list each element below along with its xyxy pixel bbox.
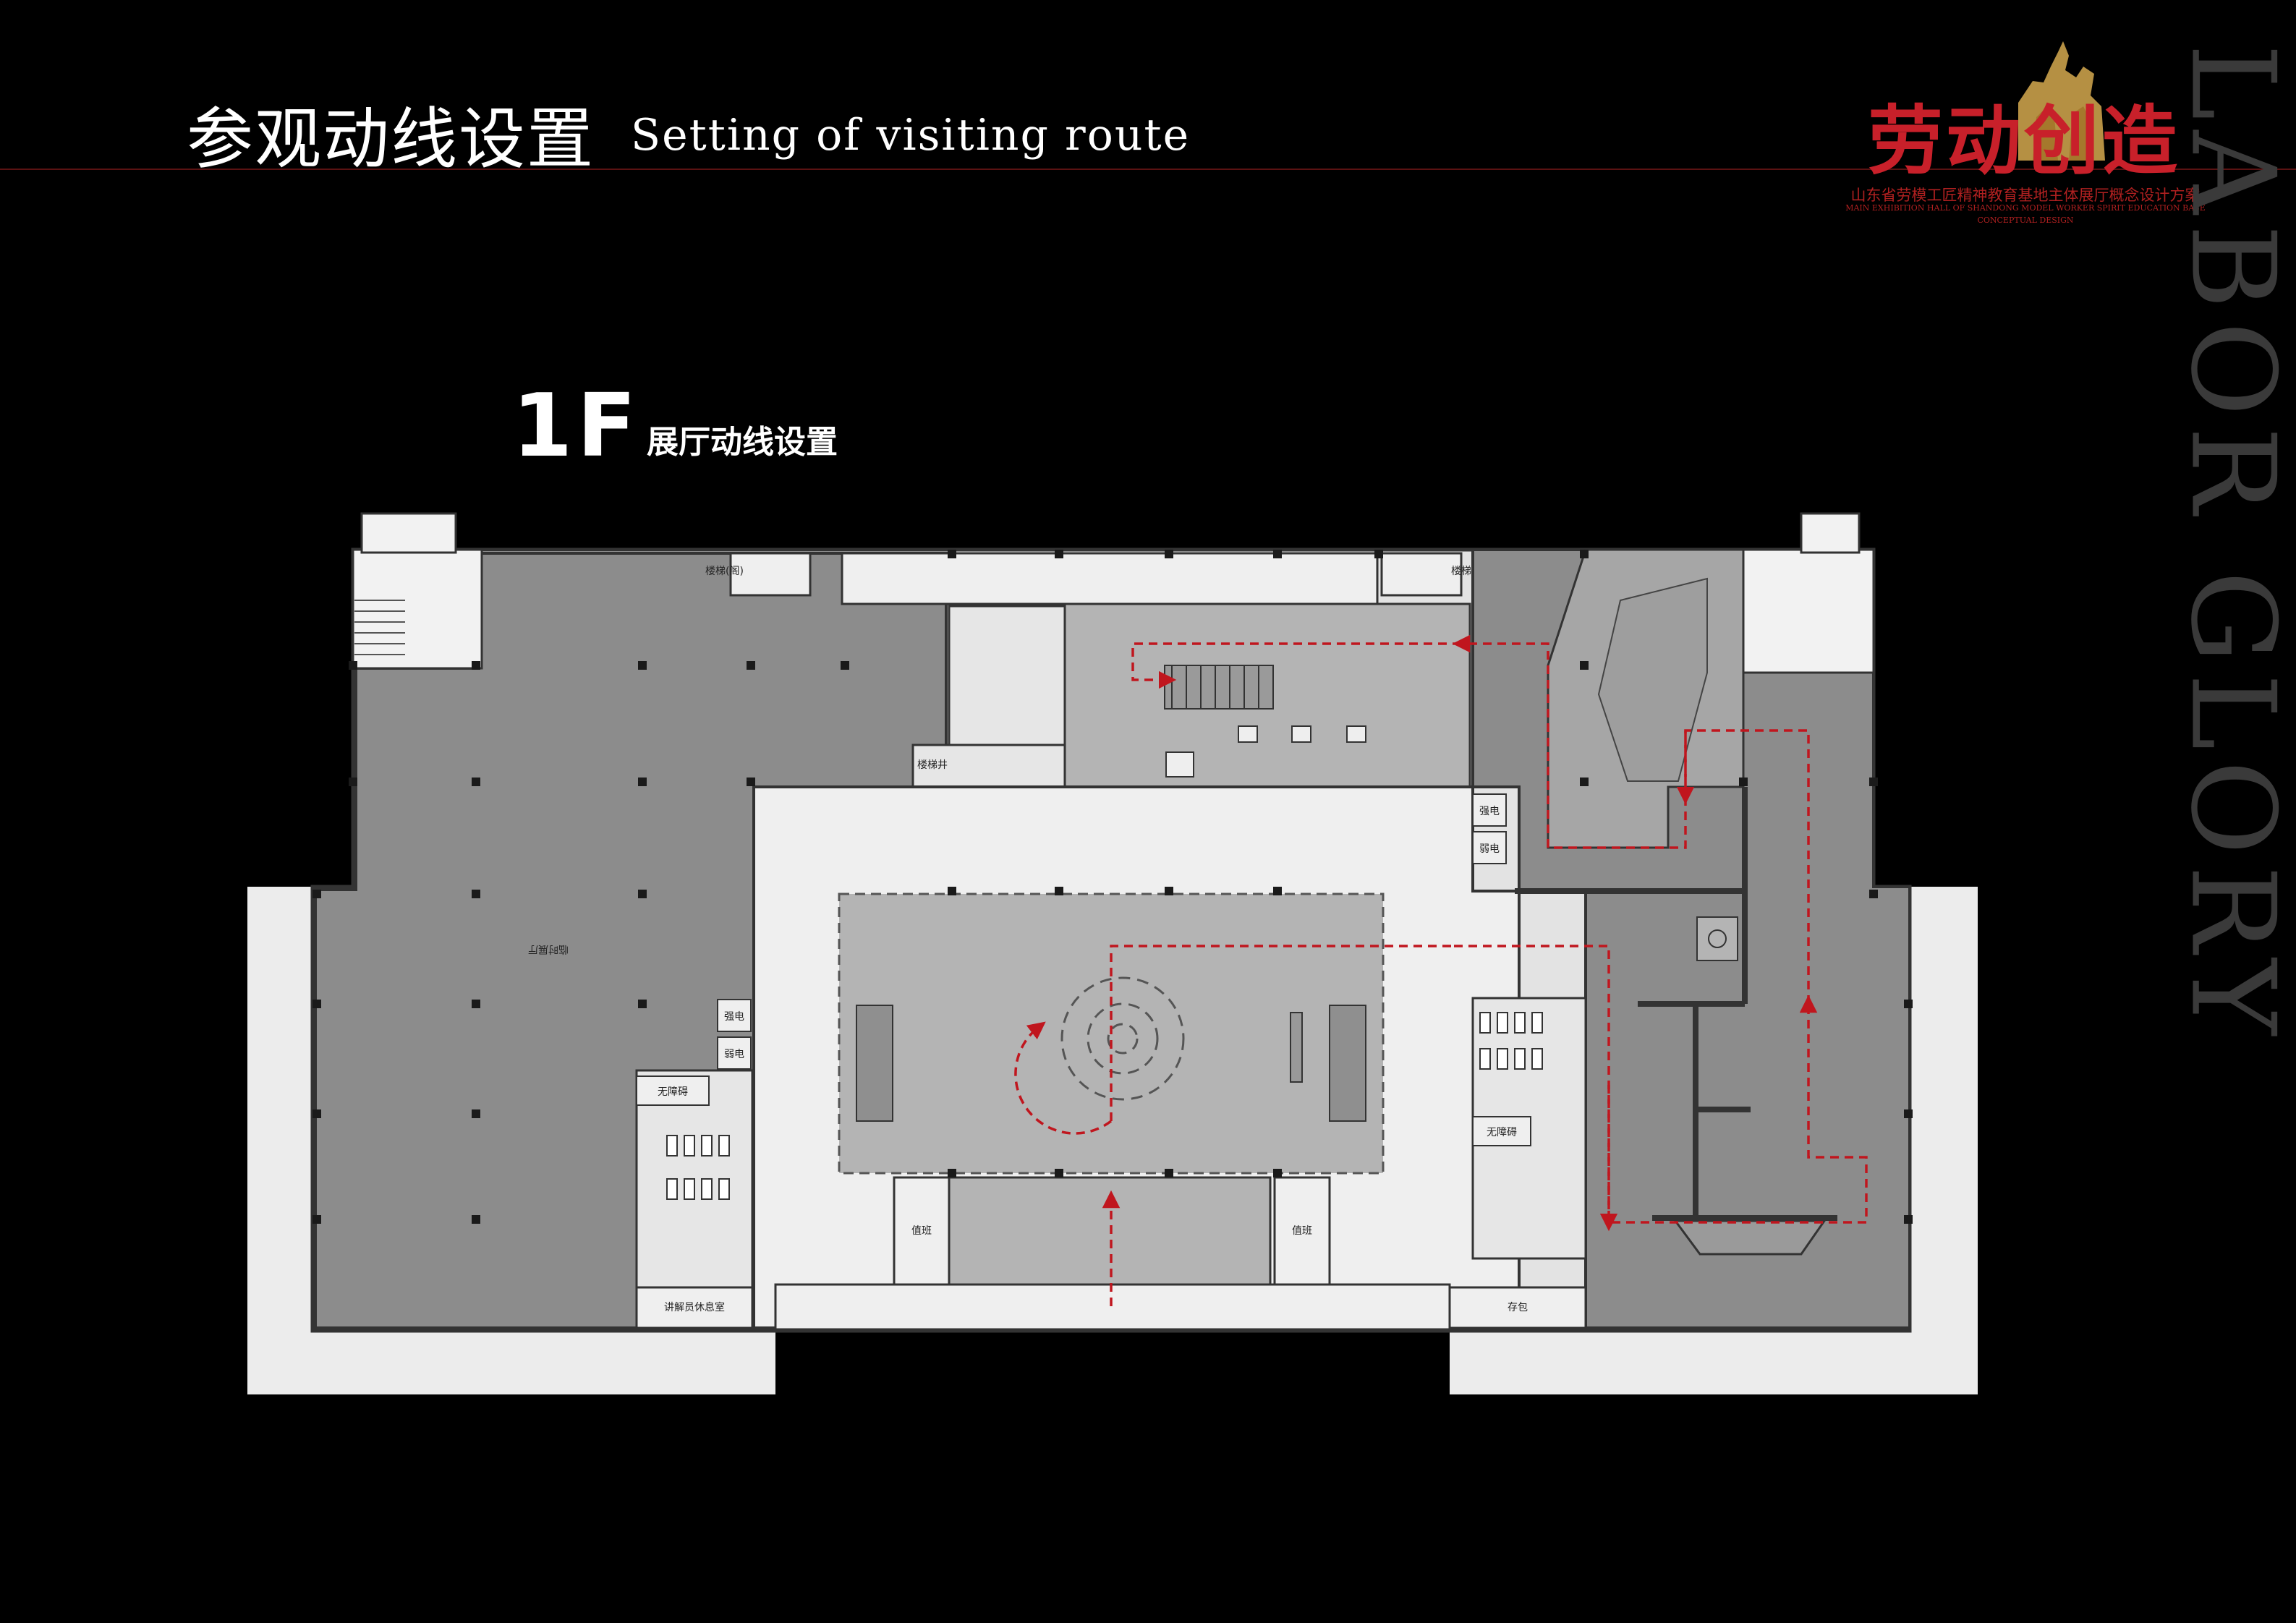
room-label-stair-w: 楼梯井 [917,759,948,771]
vertical-watermark: LABOR GLORY [2165,43,2296,1046]
exhibit-plinth [1696,916,1738,961]
room-label-duty-left: 值班 [911,1225,932,1237]
accessible-toilet-e [1472,1116,1531,1146]
elec-room-e2 [1472,831,1507,864]
exhibit-plinth-ring [1708,929,1727,948]
spiral-ramp [1060,976,1185,1101]
storage-room [1448,1286,1587,1329]
sculpture-zone [1597,577,1708,782]
logo-wordmark: 劳动创造 [1868,96,2181,185]
elec-room-w1 [717,999,752,1032]
elec-room-e1 [1472,793,1507,827]
stair-roof-ne [1800,512,1861,554]
escalator-icon [1164,665,1274,710]
room-label-temp-hall: 临时展厅 [528,943,569,955]
room-label-toilet-w: 无障碍 [658,1086,688,1098]
page-title-english: Setting of visiting route [631,110,1191,161]
room-label-stair-nw: 楼梯(阁) [705,566,744,577]
accessible-toilet-w [636,1075,710,1106]
atrium-bench [1290,1012,1303,1083]
restroom-stalls-east [1479,1012,1543,1070]
stair-icon [354,600,405,655]
floor-subtitle: 展厅动线设置 [647,424,838,461]
structural-columns [312,550,1913,1224]
pillar-marker-icons [1165,725,1366,778]
elec-room-w2 [717,1036,752,1070]
south-portico [774,1283,1451,1331]
stair-north-left [729,552,812,597]
worker-statue-icon [2018,41,2105,161]
stair-core-nw [352,548,483,670]
logo-subtitle-en-2: CONCEPTUAL DESIGN [1977,216,2074,225]
room-label-elec-3: 强电 [1479,806,1500,817]
escalator-icon [856,1005,1366,1122]
room-label-elec-1: 强电 [724,1011,744,1023]
visiting-route [1014,634,1868,1306]
room-label-elec-2: 弱电 [724,1049,744,1060]
room-label-toilet-e: 无障碍 [1487,1127,1517,1138]
room-label-lecture: 讲解员休息室 [664,1301,725,1313]
room-label-duty-right: 值班 [1292,1225,1312,1237]
exhibit-partitions [1515,787,1837,1221]
room-label-elec-4: 弱电 [1479,843,1500,855]
logo-subtitle-cn: 山东省劳模工匠精神教育基地主体展厅概念设计方案 [1850,187,2201,204]
duty-room-left [893,1176,951,1286]
restroom-stalls [666,1135,730,1200]
route-segment-east-loop [1454,945,1868,1224]
logo-subtitle-en: MAIN EXHIBITION HALL OF SHANDONG MODEL W… [1845,203,2206,213]
north-corridor [841,552,1379,605]
route-segment-atrium-exit [1110,945,1454,1121]
exhibit-stage [1673,1219,1827,1256]
route-segment-spiral [1014,1021,1113,1135]
title-divider [0,169,2296,170]
route-segment-north-loop [1452,634,1810,1004]
duty-room-right [1273,1176,1331,1286]
stair-core-ne [1742,548,1875,674]
stair-north-right [1380,552,1463,597]
lecture-room [635,1286,754,1329]
south-lobby [948,1176,1272,1286]
floor-label: 1F [512,376,641,477]
stair-roof-nw [360,512,457,554]
route-segment-lobby [1131,642,1461,689]
page-title: 参观动线设置 [187,101,595,178]
room-label-storage: 存包 [1508,1302,1528,1313]
